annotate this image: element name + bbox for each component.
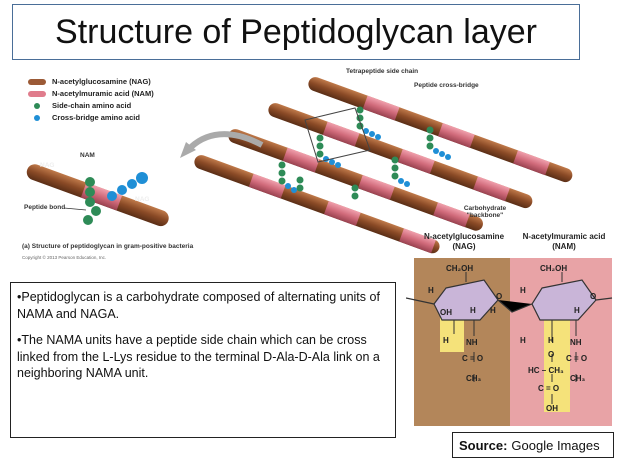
label-nag-right: NAG [135,196,150,203]
cross-bridge-swatch [34,115,40,121]
atom-h: H [520,336,526,345]
source-value: Google Images [511,437,600,453]
legend-item-cross-bridge: Cross-bridge amino acid [28,112,154,124]
figure-caption: (a) Structure of peptidoglycan in gram-p… [22,243,194,250]
source-label: Source: [459,437,508,453]
peptidoglycan-illustration [26,77,573,254]
arrow-head-icon [180,142,196,158]
atom-h: H [443,336,449,345]
label-nam: NAM [80,152,95,159]
arrow-icon [185,131,264,153]
legend-label: Cross-bridge amino acid [52,113,140,122]
atom-nh: NH [570,338,582,347]
zoom-region [304,107,371,163]
atom-h: H [548,336,554,345]
source-box: Source: Google Images [452,432,614,458]
atom-oh: OH [546,404,558,413]
atom-h: H [574,306,580,315]
atom-h: H [428,286,434,295]
atom-o: O [548,350,555,359]
atom-nh: NH [466,338,478,347]
legend-item-nag: N-acetylglucosamine (NAG) [28,76,154,88]
nag-heading: N-acetylglucosamine (NAG) [423,232,505,251]
atom-o: O [496,292,503,301]
description-paragraph-2: •The NAMA units have a peptide side chai… [17,333,380,380]
nam-ch2oh: CH₂OH [540,264,568,273]
nag-swatch [28,79,46,85]
leader-line [63,207,87,211]
atom-ch3: CH₃ [466,374,482,383]
legend-item-nam: N-acetylmuramic acid (NAM) [28,88,154,100]
nam-highlight [544,312,570,412]
label-peptide-bond: Peptide bond [24,204,66,211]
label-carbohydrate: Carbohydrate "backbone" [463,205,507,219]
side-chain-swatch [34,103,40,109]
legend-label: N-acetylmuramic acid (NAM) [52,89,154,98]
atom-h: H [520,286,526,295]
atom-ch3: CH₃ [570,374,586,383]
description-box: •Peptidoglycan is a carbohydrate compose… [10,282,396,438]
description-paragraph-1: •Peptidoglycan is a carbohydrate compose… [17,290,380,321]
atom-c-eq-o: C = O [462,354,484,363]
glycan-strands [194,77,573,254]
label-cross-bridge: Peptide cross-bridge [414,82,479,89]
page-title: Structure of Peptidoglycan layer [55,12,537,51]
legend-label: Side-chain amino acid [52,101,132,110]
nam-heading: N-acetylmuramic acid (NAM) [522,232,606,251]
atom-oh: OH [440,308,452,317]
legend-item-side-chain: Side-chain amino acid [28,100,154,112]
legend: N-acetylglucosamine (NAG) N-acetylmurami… [28,76,154,124]
nag-ch2oh: CH₂OH [446,264,474,273]
chemical-structure [406,258,613,426]
copyright-text: Copyright © 2013 Pearson Education, Inc. [22,255,107,260]
atom-hc-ch3: HC – CH₃ [528,366,564,375]
atom-h: H [470,306,476,315]
atom-h: H [490,306,496,315]
atom-c-o: C = O [538,384,560,393]
nam-swatch [28,91,46,97]
label-nag-left: NAG [40,162,55,169]
legend-label: N-acetylglucosamine (NAG) [52,77,151,86]
atom-c-eq-o: C = O [566,354,588,363]
label-tetrapeptide: Tetrapeptide side chain [346,68,419,75]
zoom-detail [26,164,169,227]
atom-o: O [590,292,597,301]
title-box: Structure of Peptidoglycan layer [12,4,580,60]
